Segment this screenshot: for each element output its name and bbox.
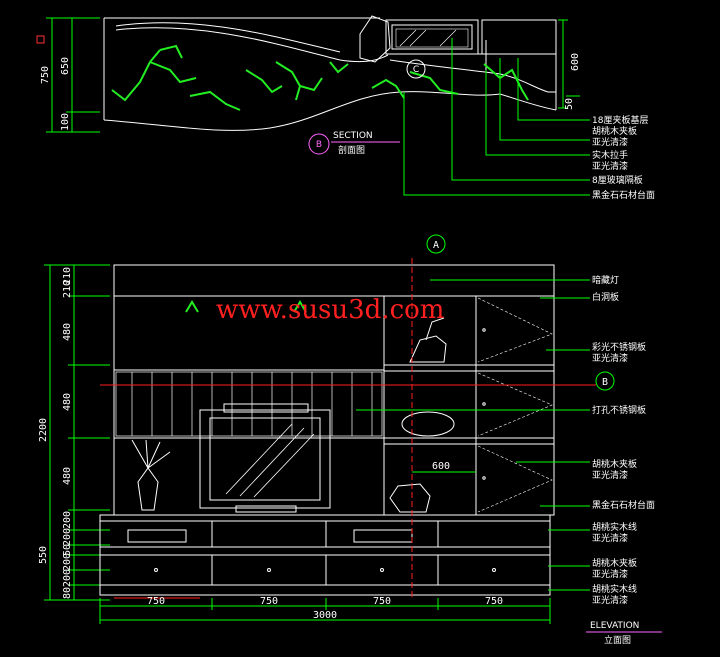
section-title-cn: 剖面图 [338, 144, 365, 156]
elev-note-11: 胡桃木夹板 [592, 557, 637, 569]
elev-note-4: 亚光清漆 [592, 352, 628, 364]
elevation-marker-a-letter: A [433, 240, 439, 251]
elev-note-1: 暗藏灯 [592, 274, 619, 286]
vine-decoration [111, 44, 529, 111]
elev-note-5: 打孔不锈钢板 [592, 404, 646, 416]
bottom-dim-750a: 750 [147, 596, 165, 607]
callout-circle-c [406, 59, 426, 79]
elevation-bottom-dimension [99, 598, 551, 624]
section-outline [103, 15, 557, 131]
elev-note-6: 胡桃木夹板 [592, 458, 637, 470]
television [199, 403, 331, 513]
elev-note-9: 胡桃实木线 [592, 521, 637, 533]
section-note-7: 黑金石石材台面 [592, 189, 655, 201]
elev-note-8: 黑金石石材台面 [592, 499, 655, 511]
elev-note-7: 亚光清漆 [592, 469, 628, 481]
section-dim-600: 600 [570, 53, 581, 71]
elev-dim-200c: 200 [62, 553, 73, 571]
elevation-marker-b-letter: B [602, 377, 608, 388]
section-dim-50: 50 [564, 98, 575, 110]
section-title: SECTION [333, 131, 373, 141]
bottom-dim-750d: 750 [485, 596, 503, 607]
bottom-dim-750c: 750 [373, 596, 391, 607]
section-right-dimension [558, 19, 580, 109]
bottom-dim-750b: 750 [260, 596, 278, 607]
section-left-dimension [46, 17, 100, 133]
elev-dim-480a: 480 [62, 323, 73, 341]
elev-note-10: 亚光清漆 [592, 532, 628, 544]
section-marker-circle [308, 133, 330, 155]
elevation-leaders [356, 279, 590, 591]
elevation-cabinet [99, 264, 555, 596]
elevation-marker-a [426, 234, 446, 254]
elev-dim-2200: 2200 [38, 418, 49, 442]
elev-dim-50: 50 [62, 544, 73, 556]
red-square-marker [36, 35, 45, 44]
elev-dim-210b: 210 [62, 280, 73, 298]
bottom-dim-3000: 3000 [313, 610, 337, 621]
section-dim-100: 100 [60, 113, 71, 131]
elev-dim-200b: 200 [62, 528, 73, 546]
section-note-2: 胡桃木夹板 [592, 125, 637, 137]
elev-note-2: 白洞板 [592, 291, 619, 303]
section-note-6: 8厘玻璃隔板 [592, 174, 643, 186]
section-note-4: 实木拉手 [592, 149, 628, 161]
callout-c-letter: C [413, 65, 419, 75]
section-dim-750: 750 [40, 66, 51, 84]
section-leaders [403, 38, 590, 196]
section-marker-letter: B [316, 140, 322, 150]
shelf-ornaments [389, 317, 455, 513]
elev-dim-550: 550 [38, 546, 49, 564]
inner-dim-600: 600 [432, 461, 450, 472]
elev-dim-480c: 480 [62, 467, 73, 485]
elev-dim-80: 80 [62, 587, 73, 599]
elevation-view: 210 210 480 480 480 200 200 550 50 200 2… [38, 234, 662, 646]
section-note-3: 亚光清漆 [592, 136, 628, 148]
elev-dim-480b: 480 [62, 393, 73, 411]
section-note-1: 18厘夹板基层 [592, 114, 648, 126]
glass-hatch [399, 29, 457, 47]
section-view: 750 650 100 [36, 15, 655, 201]
elev-note-3: 彩光不锈钢板 [592, 341, 646, 353]
elev-dim-200d: 200 [62, 569, 73, 587]
vase-decoration [131, 439, 171, 511]
elev-note-12: 亚光清漆 [592, 568, 628, 580]
elevation-title-cn: 立面图 [604, 634, 631, 646]
elevation-title: ELEVATION [590, 621, 639, 631]
elev-dim-210a: 210 [62, 267, 73, 285]
elev-note-13: 胡桃实木线 [592, 583, 637, 595]
elev-note-14: 亚光清漆 [592, 594, 628, 606]
section-note-5: 亚光清漆 [592, 160, 628, 172]
elev-dim-200a: 200 [62, 511, 73, 529]
ceiling-lights [185, 300, 307, 313]
watermark: www.susu3d.com [216, 295, 444, 325]
section-dim-650: 650 [60, 57, 71, 75]
elevation-marker-b [595, 371, 615, 391]
